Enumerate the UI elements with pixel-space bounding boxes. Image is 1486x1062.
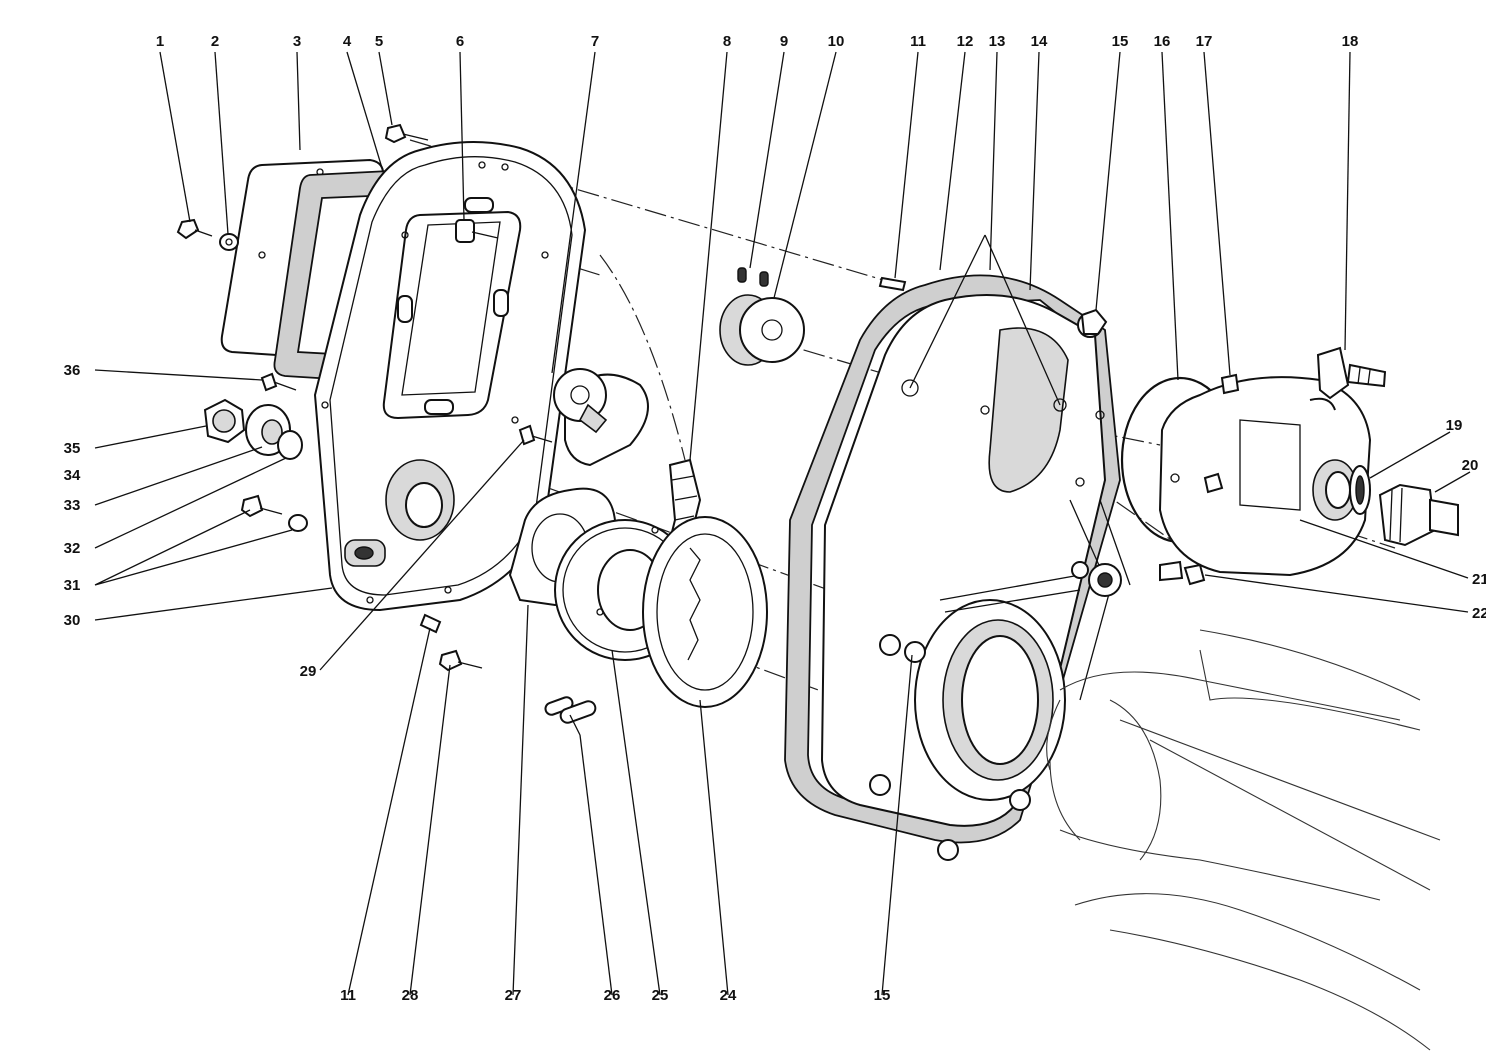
callout-3: 3 bbox=[293, 33, 301, 50]
engine-outline bbox=[1046, 629, 1441, 1051]
dowel-pin-top bbox=[878, 276, 907, 292]
oil-pump-body bbox=[1158, 373, 1372, 577]
callout-15-bottom: 15 bbox=[874, 987, 891, 1004]
callout-10: 10 bbox=[828, 33, 845, 50]
callout-22: 22 bbox=[1472, 605, 1486, 622]
pressure-sensor bbox=[1159, 560, 1206, 586]
callout-6: 6 bbox=[456, 33, 464, 50]
callout-32: 32 bbox=[64, 540, 81, 557]
callout-20: 20 bbox=[1462, 457, 1479, 474]
callout-18: 18 bbox=[1342, 33, 1359, 50]
callout-11-bottom: 11 bbox=[340, 987, 356, 1004]
callout-26: 26 bbox=[604, 987, 621, 1004]
outer-timing-cover bbox=[313, 140, 587, 612]
large-seal-ring bbox=[642, 516, 768, 708]
callout-29: 29 bbox=[300, 663, 317, 680]
leader-lines bbox=[94, 51, 1471, 996]
inner-timing-housing bbox=[784, 274, 1131, 861]
callout-13: 13 bbox=[989, 33, 1006, 50]
fasteners-left bbox=[176, 123, 553, 672]
callout-27: 27 bbox=[505, 987, 522, 1004]
callout-8: 8 bbox=[723, 33, 731, 50]
callout-9: 9 bbox=[780, 33, 788, 50]
callout-12: 12 bbox=[957, 33, 974, 50]
callout-28: 28 bbox=[402, 987, 419, 1004]
callout-36: 36 bbox=[64, 362, 81, 379]
callout-17: 17 bbox=[1196, 33, 1213, 50]
callout-21: 21 bbox=[1472, 571, 1486, 588]
callout-24: 24 bbox=[720, 987, 737, 1004]
drive-sprocket bbox=[719, 267, 805, 366]
callout-25: 25 bbox=[652, 987, 669, 1004]
union-fitting bbox=[1378, 483, 1459, 547]
tensioner-sprocket bbox=[553, 368, 649, 467]
callout-19: 19 bbox=[1446, 417, 1463, 434]
callout-33: 33 bbox=[64, 497, 81, 514]
callout-2: 2 bbox=[211, 33, 219, 50]
callout-31: 31 bbox=[64, 577, 81, 594]
elbow-fitting bbox=[1316, 346, 1387, 400]
callout-14: 14 bbox=[1031, 33, 1048, 50]
callout-15-top: 15 bbox=[1112, 33, 1129, 50]
callout-7: 7 bbox=[591, 33, 599, 50]
chain-link bbox=[544, 696, 597, 736]
callout-16: 16 bbox=[1154, 33, 1171, 50]
callout-35: 35 bbox=[64, 440, 81, 457]
callout-30: 30 bbox=[64, 612, 81, 629]
callout-5: 5 bbox=[375, 33, 383, 50]
callout-labels: 1 2 3 4 5 6 7 8 9 10 11 12 13 14 15 16 1… bbox=[64, 33, 1486, 1004]
callout-1: 1 bbox=[156, 33, 164, 50]
callout-4: 4 bbox=[343, 33, 352, 50]
callout-11-top: 11 bbox=[910, 33, 926, 50]
sealing-ring-19 bbox=[1349, 465, 1371, 515]
callout-34: 34 bbox=[64, 467, 81, 484]
nut-15 bbox=[1080, 308, 1108, 335]
